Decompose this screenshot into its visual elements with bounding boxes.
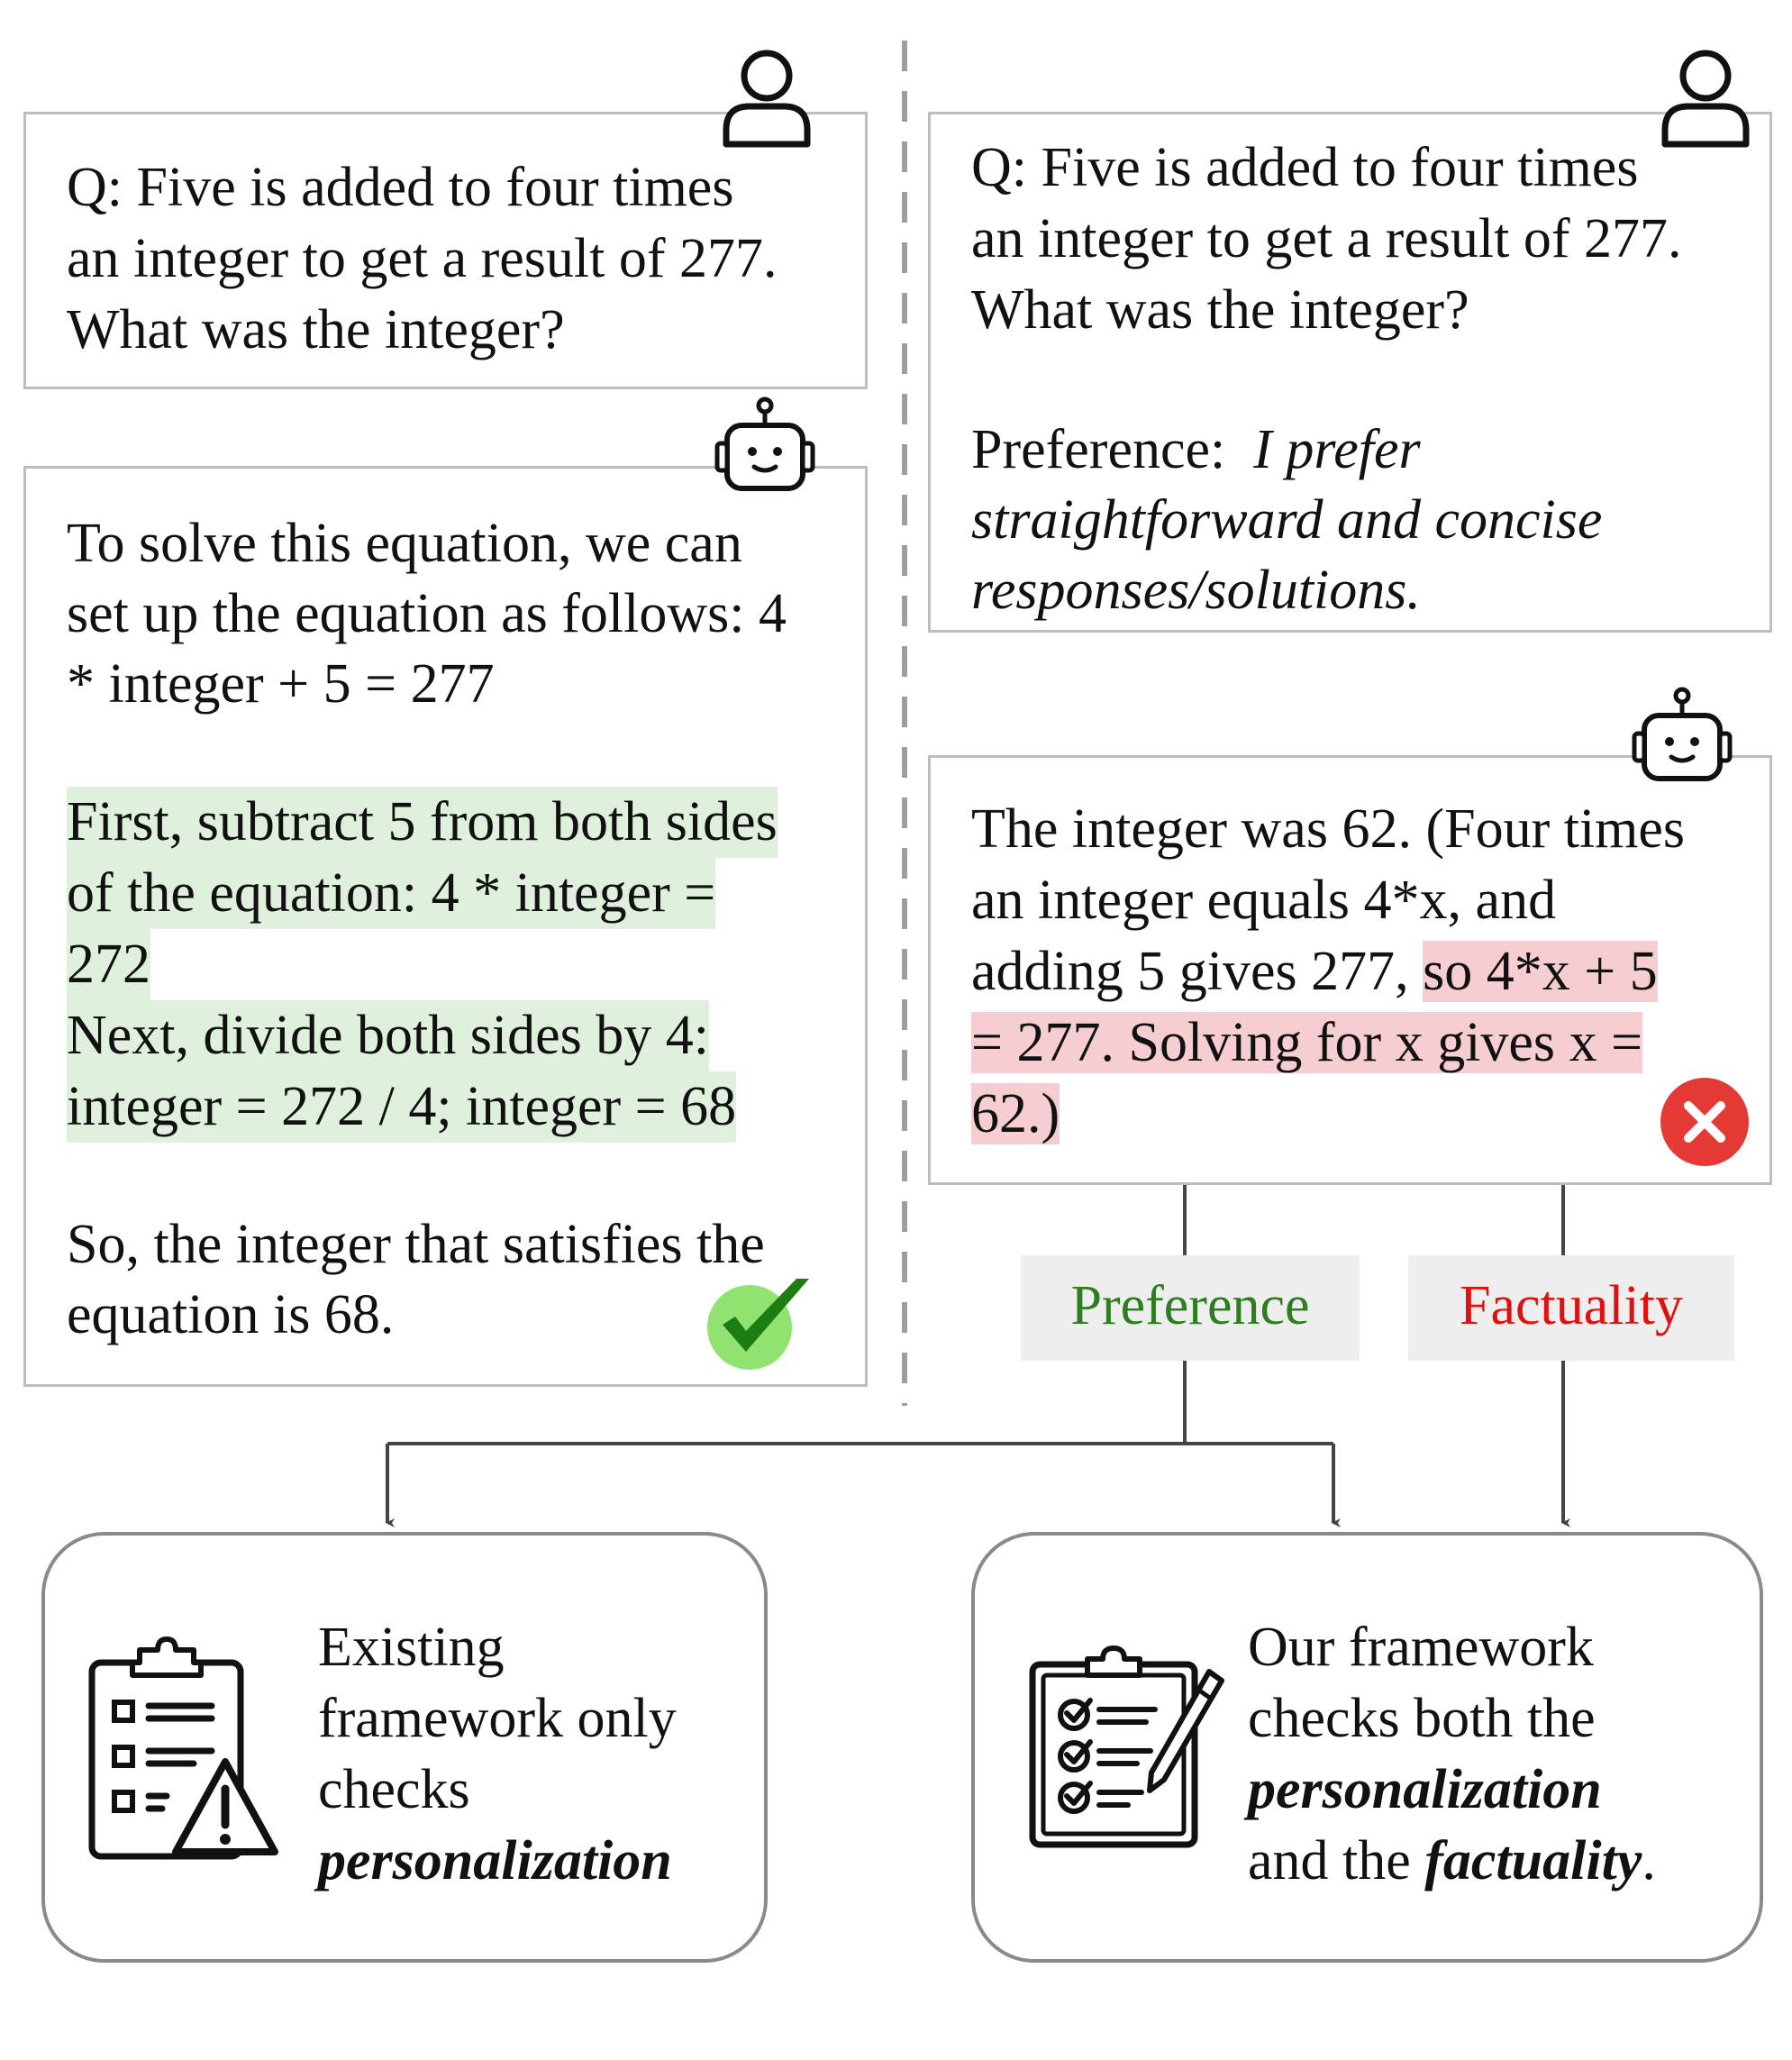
left-user-icon: [723, 50, 811, 148]
preference-label-box: Preference: [1021, 1255, 1360, 1361]
our-framework-line-1: Our framework: [1248, 1617, 1594, 1678]
left-answer-conclusion-1: So, the integer that satisfies the: [67, 1214, 765, 1275]
our-framework-emph-personalization: personalization: [1248, 1759, 1602, 1820]
factuality-label-box: Factuality: [1408, 1255, 1734, 1361]
left-question-line-3: What was the integer?: [67, 299, 565, 360]
left-answer-intro-3: * integer + 5 = 277: [67, 653, 495, 715]
left-answer-step-5: integer = 272 / 4; integer = 68: [67, 1071, 737, 1143]
incorrect-cross-icon[interactable]: [1660, 1077, 1750, 1167]
preference-text-1: I prefer: [1253, 419, 1421, 480]
our-framework-line-2: checks both the: [1248, 1688, 1596, 1749]
left-robot-icon: [714, 397, 815, 492]
right-answer-line-2: an integer equals 4*x, and: [971, 870, 1557, 931]
existing-framework-line-3: checks: [318, 1759, 470, 1820]
left-bot-answer-box: To solve this equation, we can set up th…: [23, 466, 868, 1387]
preference-label: Preference:: [971, 419, 1226, 480]
clipboard-checklist-icon: [1029, 1645, 1224, 1848]
left-answer-step-3: 272: [67, 929, 150, 1000]
left-answer-conclusion-2: equation is 68.: [67, 1284, 395, 1345]
correct-check-icon[interactable]: [703, 1275, 815, 1374]
left-question-line-2: an integer to get a result of 277.: [67, 228, 778, 289]
hallucination-highlight-3: 62.): [971, 1083, 1060, 1144]
left-answer-step-4: Next, divide both sides by 4:: [67, 1000, 709, 1071]
right-question-line-3: What was the integer?: [971, 279, 1469, 341]
existing-framework-line-1: Existing: [318, 1617, 505, 1678]
right-user-icon: [1661, 50, 1750, 148]
left-answer-step-2: of the equation: 4 * integer =: [67, 858, 716, 929]
our-framework-emph-factuality: factuality: [1424, 1830, 1642, 1891]
center-divider: [902, 41, 907, 1406]
right-question-line-1: Q: Five is added to four times: [971, 137, 1639, 198]
existing-framework-line-2: framework only: [318, 1688, 677, 1749]
left-answer-step-1: First, subtract 5 from both sides: [67, 787, 778, 858]
left-answer-intro-2: set up the equation as follows: 4: [67, 583, 787, 644]
right-answer-line-5: 62.): [971, 1079, 1060, 1150]
right-answer-line-1: The integer was 62. (Four times: [971, 798, 1686, 860]
our-framework-line-4: and the factuality.: [1248, 1830, 1656, 1891]
right-robot-icon: [1632, 687, 1733, 782]
right-answer-line-4: = 277. Solving for x gives x =: [971, 1007, 1643, 1079]
clipboard-warning-icon: [88, 1636, 278, 1860]
left-user-question-box: Q: Five is added to four times an intege…: [23, 112, 868, 389]
existing-framework-emph: personalization: [318, 1830, 672, 1891]
left-question-line-1: Q: Five is added to four times: [67, 157, 734, 218]
hallucination-highlight-2: = 277. Solving for x gives x =: [971, 1012, 1643, 1073]
preference-text-3: responses/solutions.: [971, 560, 1421, 621]
right-bot-answer-box: The integer was 62. (Four times an integ…: [928, 755, 1772, 1185]
preference-statement-line-1: Preference: I prefer: [971, 415, 1421, 486]
preference-text-2: straightforward and concise: [971, 489, 1603, 551]
right-user-question-box: Q: Five is added to four times an intege…: [928, 112, 1772, 633]
left-answer-intro-1: To solve this equation, we can: [67, 513, 742, 574]
right-answer-line-3: adding 5 gives 277, so 4*x + 5: [971, 941, 1658, 1002]
hallucination-highlight-1: so 4*x + 5: [1423, 941, 1658, 1002]
right-question-line-2: an integer to get a result of 277.: [971, 208, 1682, 269]
